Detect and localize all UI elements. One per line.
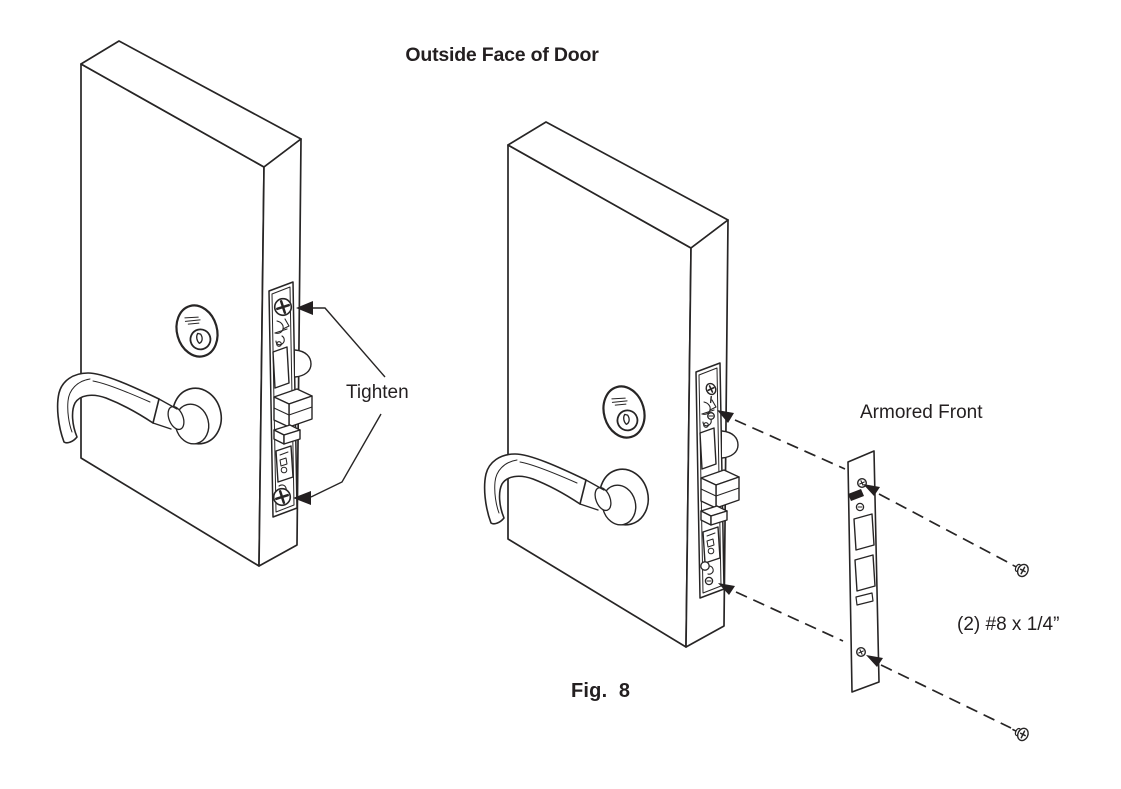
plate-small-screw xyxy=(855,502,865,512)
tighten-leader-top xyxy=(313,307,386,378)
plate-cutout-upper xyxy=(853,513,875,551)
tighten-callout xyxy=(293,301,386,505)
figure-title: Outside Face of Door xyxy=(405,44,599,66)
tighten-leader-bottom xyxy=(310,413,382,498)
tighten-arrow-bottom-icon xyxy=(293,491,311,505)
loose-screw-top xyxy=(705,382,717,404)
tighten-arrow-top-icon xyxy=(296,301,313,315)
mounting-screw-lower xyxy=(1009,723,1031,744)
screw-spec-label: (2) #8 x 1/4” xyxy=(957,614,1060,635)
plate-arrow-top-icon xyxy=(863,484,880,496)
right-door-illustration xyxy=(483,120,741,649)
plate-screw-hole-bottom xyxy=(856,647,867,658)
assembly-lines xyxy=(734,419,1012,729)
mounting-screw-upper xyxy=(1009,558,1032,580)
plate-slot xyxy=(855,592,874,606)
assembly-dashed-line-upper-a xyxy=(734,419,846,470)
armored-front-plate xyxy=(847,450,883,693)
install-arrow-bottom-icon xyxy=(718,583,735,595)
screw-shank-bar xyxy=(848,489,864,501)
armored-front-label: Armored Front xyxy=(860,402,983,423)
faceplate-screw-top xyxy=(273,297,293,317)
assembly-dashed-line-lower-b xyxy=(880,664,1012,729)
mounting-screws xyxy=(1009,558,1032,744)
plate-cutout-lower xyxy=(854,554,876,592)
screw-hole-bottom xyxy=(700,561,714,586)
assembly-dashed-line-lower-a xyxy=(735,591,844,642)
plate-arrow-bottom-icon xyxy=(866,655,883,667)
install-arrow-top-icon xyxy=(717,410,734,423)
left-door-illustration xyxy=(56,39,314,568)
faceplate-screw-bottom xyxy=(272,487,292,507)
screw-hole-top xyxy=(707,412,715,420)
figure-caption: Fig. 8 xyxy=(571,680,631,702)
assembly-dashed-line-upper-b xyxy=(878,493,1012,565)
tighten-label: Tighten xyxy=(346,382,409,403)
